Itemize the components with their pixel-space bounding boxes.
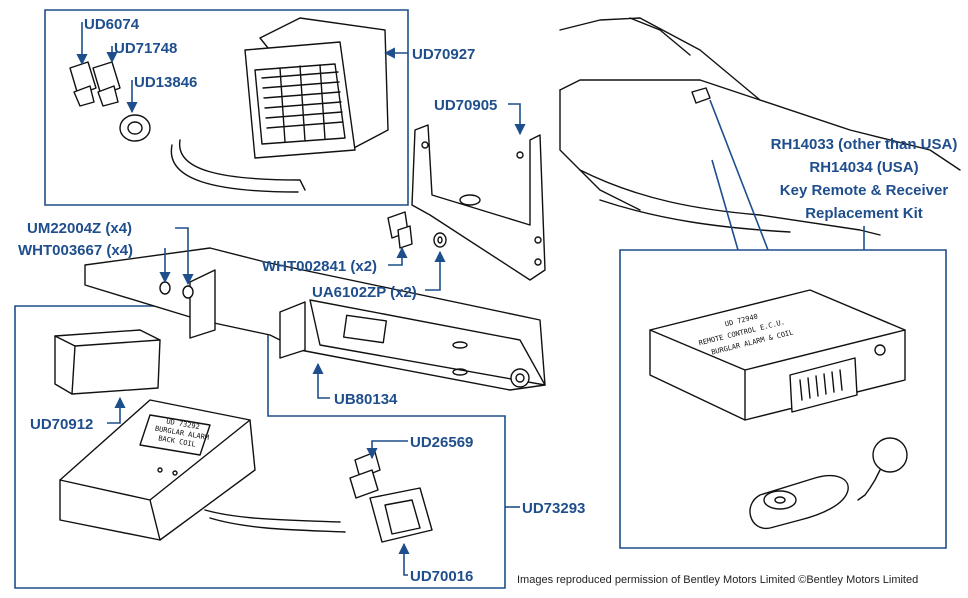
connector-block-drawing	[369, 487, 433, 543]
alarm-unit-drawing	[59, 399, 346, 541]
label-wht003667: WHT003667 (x4)	[18, 242, 134, 259]
label-ud73293: UD73293	[522, 500, 586, 517]
label-ud26569: UD26569	[410, 434, 474, 451]
bracket-drawing	[411, 124, 546, 281]
label-ud13846: UD13846	[134, 74, 198, 91]
filter-block-drawing	[54, 329, 161, 395]
label-rh14034: RH14034 (USA)	[809, 159, 919, 176]
ecu-drawing	[649, 289, 906, 421]
siren-group-box	[44, 9, 409, 206]
label-ud6074: UD6074	[84, 16, 140, 33]
label-wht002841: WHT002841 (x2)	[262, 258, 378, 275]
label-rh14033: RH14033 (other than USA)	[770, 136, 958, 153]
leader-lines	[76, 22, 865, 576]
siren-drawing	[170, 17, 389, 193]
label-ua6102zp: UA6102ZP (x2)	[312, 284, 417, 301]
small-connector-drawing	[349, 451, 381, 499]
label-kit-line1: Key Remote & Receiver	[779, 182, 949, 199]
label-ud70927: UD70927	[412, 46, 476, 63]
label-ud70912: UD70912	[30, 416, 94, 433]
connector-ud6074-drawing	[69, 61, 121, 107]
label-ud70016: UD70016	[410, 568, 474, 585]
label-ud70905: UD70905	[434, 97, 498, 114]
long-bracket-drawing	[84, 247, 546, 391]
grommet-drawing	[119, 114, 151, 142]
label-ud71748: UD71748	[114, 40, 178, 57]
key-fob-drawing	[749, 437, 908, 529]
label-kit-line2: Replacement Kit	[805, 205, 923, 222]
bolt-drawing	[387, 211, 447, 249]
label-ub80134: UB80134	[334, 391, 398, 408]
label-um22004z: UM22004Z (x4)	[27, 220, 133, 237]
kit-group-box	[619, 249, 947, 549]
credit-text: Images reproduced permission of Bentley …	[517, 574, 919, 586]
car-outline-drawing	[559, 17, 961, 236]
